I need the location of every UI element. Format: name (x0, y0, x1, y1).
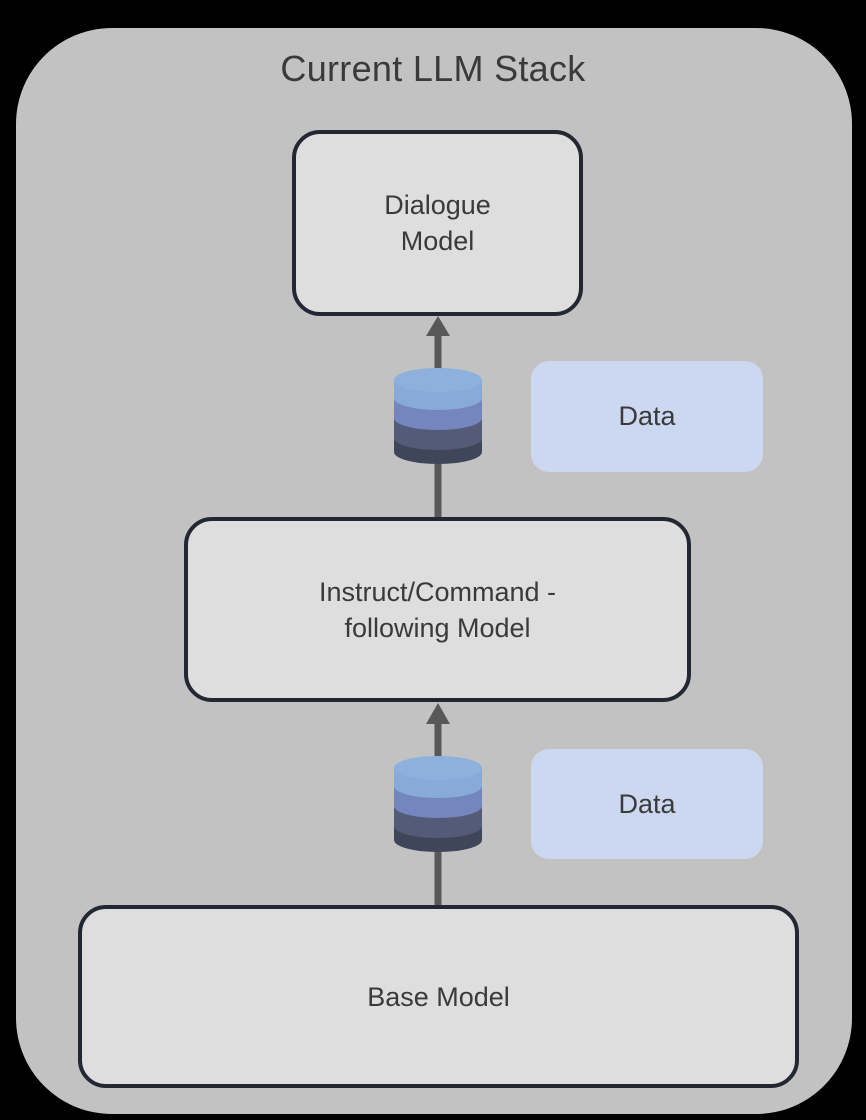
dialogue-model-box: Dialogue Model (292, 130, 583, 316)
arrowhead-upper (426, 316, 450, 336)
dialogue-model-label: Dialogue Model (384, 190, 491, 256)
instruct-model-label: Instruct/Command - following Model (318, 576, 557, 643)
data-label-lower-text: Data (618, 788, 676, 819)
database-stack-icon (394, 368, 482, 464)
base-model-label: Base Model (367, 981, 510, 1012)
arrowhead-lower (426, 703, 450, 724)
data-label-lower: Data (531, 749, 763, 859)
instruct-model-box: Instruct/Command - following Model (184, 517, 691, 702)
diagram-title: Current LLM Stack (280, 48, 586, 89)
data-label-upper: Data (531, 361, 763, 472)
base-model-box: Base Model (78, 905, 799, 1088)
database-stack-icon (394, 756, 482, 852)
data-label-upper-text: Data (618, 401, 676, 431)
